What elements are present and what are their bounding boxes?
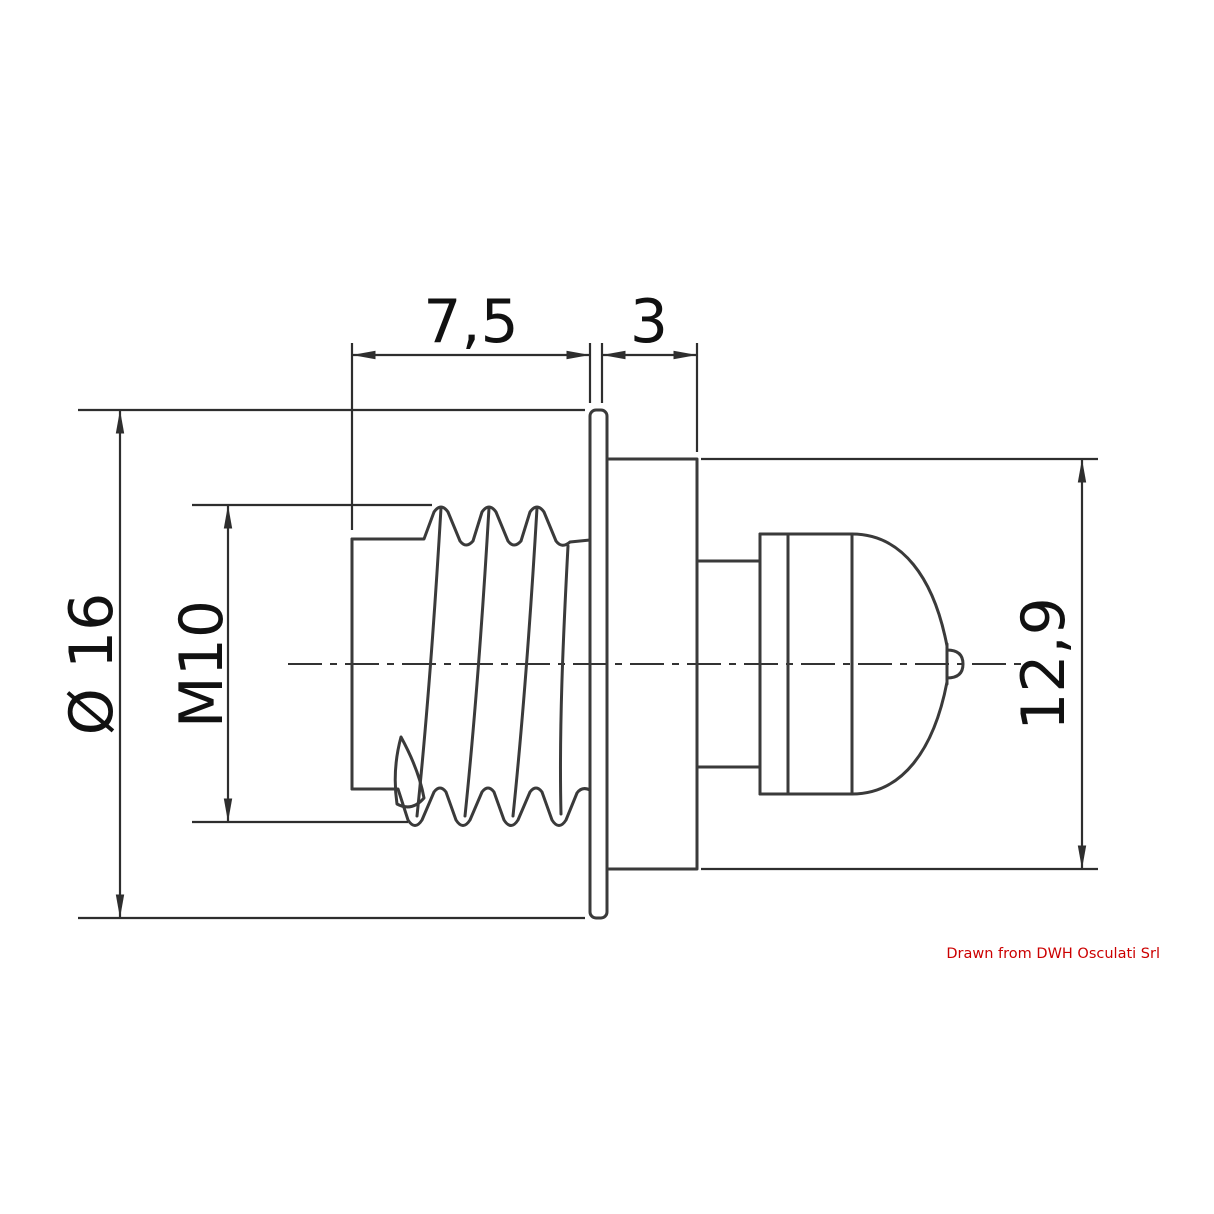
thread-helix-line [415,506,443,818]
dim-flange-diameter-label: Ø 16 [57,593,127,736]
dim-thread-length-label: 7,5 [423,287,518,357]
head-dome-bottom-arc [850,680,949,796]
dim-collar-width-label: 3 [630,287,668,357]
head-dome-top-arc [850,532,949,648]
dimension-lines [78,343,1098,920]
head-tip-nub [945,648,965,680]
dim-flange-extensions [78,408,585,920]
thread-leadin-tooth [393,735,426,809]
dim-thread-size-label: M10 [167,600,237,728]
dimension-labels: 7,5 3 Ø 16 M10 12,9 [57,287,1079,735]
dim-collar-extensions [600,343,699,452]
thread-helix-line [463,506,491,818]
thread-helix-line [511,506,539,818]
thread-bottom-profile [350,786,592,827]
dim-thread-length-extensions [350,343,592,530]
thread-top-profile [350,505,592,547]
base-body [605,457,699,871]
dim-body-extensions [701,457,1098,871]
credit-caption: Drawn from DWH Osculati Srl [946,946,1160,962]
thread-helix-line [558,544,570,816]
dim-body-height-label: 12,9 [1009,597,1079,731]
stud-part-outline [350,408,965,920]
